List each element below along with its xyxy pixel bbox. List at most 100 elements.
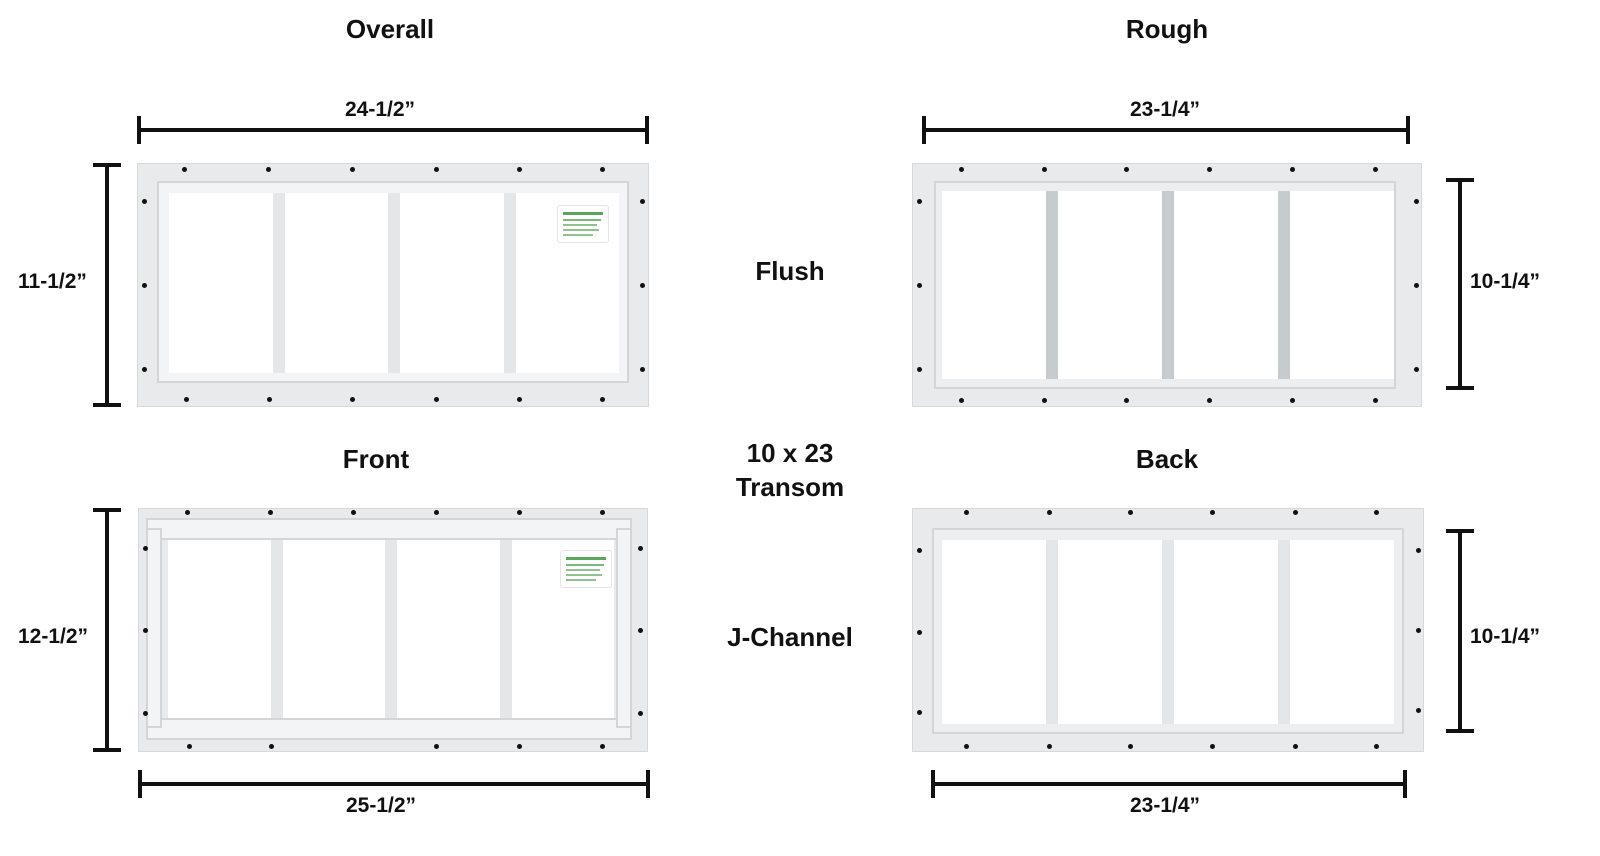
screw-hole: [1128, 510, 1133, 515]
overall-width-dimension-line: [137, 116, 649, 144]
screw-hole: [1207, 398, 1212, 403]
screw-hole: [185, 510, 190, 515]
screw-hole: [1293, 510, 1298, 515]
screw-hole: [638, 628, 643, 633]
overall-height-dimension-line: [93, 163, 121, 407]
heading-back: Back: [1135, 444, 1199, 474]
screw-hole: [434, 744, 439, 749]
j-channel-bottom: [146, 718, 632, 740]
screw-hole: [1374, 744, 1379, 749]
screw-hole: [187, 744, 192, 749]
mullion: [1278, 540, 1290, 724]
brand-sticker: [557, 205, 609, 243]
back-width-value: 23-1/4”: [1130, 794, 1201, 817]
screw-hole: [351, 510, 356, 515]
front-width-dimension-line: [138, 770, 650, 798]
screw-hole: [1128, 744, 1133, 749]
screw-hole: [1373, 398, 1378, 403]
screw-hole: [1047, 510, 1052, 515]
glass-pane: [397, 540, 500, 718]
back-width-dimension-line: [931, 770, 1407, 798]
screw-hole: [266, 167, 271, 172]
mullion: [1278, 191, 1290, 379]
window-glass: [168, 540, 614, 718]
screw-hole: [1124, 398, 1129, 403]
screw-hole: [959, 398, 964, 403]
screw-hole: [640, 367, 645, 372]
window-image-rough: [912, 163, 1422, 407]
glass-pane: [168, 540, 271, 718]
row-label-flush: Flush: [755, 256, 825, 286]
screw-hole: [600, 167, 605, 172]
screw-hole: [1290, 398, 1295, 403]
screw-hole: [350, 167, 355, 172]
glass-pane: [284, 193, 388, 373]
screw-hole: [434, 167, 439, 172]
window-image-back: [912, 508, 1424, 752]
overall-height-value: 11-1/2”: [18, 270, 87, 293]
mullion: [272, 193, 285, 373]
screw-hole: [434, 397, 439, 402]
glass-pane: [1174, 191, 1278, 379]
j-channel-right: [616, 528, 632, 728]
screw-hole: [143, 628, 148, 633]
glass-pane: [282, 540, 385, 718]
mullion: [1046, 540, 1058, 724]
heading-front: Front: [342, 444, 410, 474]
back-height-value: 10-1/4”: [1470, 625, 1541, 648]
screw-hole: [269, 744, 274, 749]
screw-hole: [1210, 744, 1215, 749]
screw-hole: [640, 199, 645, 204]
screw-hole: [517, 510, 522, 515]
mullion: [1162, 191, 1174, 379]
screw-hole: [142, 199, 147, 204]
screw-hole: [1414, 283, 1419, 288]
screw-hole: [142, 283, 147, 288]
brand-sticker: [560, 550, 612, 588]
screw-hole: [142, 367, 147, 372]
glass-pane: [400, 193, 504, 373]
window-image-overall: [137, 163, 649, 407]
screw-hole: [182, 167, 187, 172]
screw-hole: [917, 630, 922, 635]
rough-height-dimension-line: [1446, 178, 1474, 390]
screw-hole: [959, 167, 964, 172]
window-glass: [942, 540, 1394, 724]
back-height-dimension-line: [1446, 529, 1474, 733]
screw-hole: [1373, 167, 1378, 172]
window-glass: [942, 191, 1394, 379]
mullion: [503, 193, 516, 373]
screw-hole: [517, 744, 522, 749]
glass-pane: [942, 540, 1046, 724]
screw-hole: [917, 283, 922, 288]
screw-hole: [1414, 367, 1419, 372]
front-height-value: 12-1/2”: [18, 625, 89, 648]
screw-hole: [1374, 510, 1379, 515]
mullion: [385, 540, 397, 718]
glass-pane: [169, 193, 273, 373]
screw-hole: [517, 167, 522, 172]
mullion: [1162, 540, 1174, 724]
product-type-title: Transom: [735, 472, 845, 502]
glass-pane: [1174, 540, 1278, 724]
mullion: [270, 540, 283, 718]
screw-hole: [143, 546, 148, 551]
screw-hole: [350, 397, 355, 402]
screw-hole: [1210, 510, 1215, 515]
row-label-j-channel: J-Channel: [727, 622, 853, 652]
screw-hole: [964, 510, 969, 515]
glass-pane: [1058, 540, 1162, 724]
screw-hole: [600, 744, 605, 749]
glass-pane: [942, 191, 1046, 379]
screw-hole: [1416, 628, 1421, 633]
j-channel-top: [146, 518, 632, 540]
screw-hole: [1124, 167, 1129, 172]
j-channel-left: [146, 528, 162, 728]
screw-hole: [184, 397, 189, 402]
screw-hole: [1207, 167, 1212, 172]
window-glass: [169, 193, 619, 373]
front-width-value: 25-1/2”: [346, 794, 417, 817]
screw-hole: [143, 711, 148, 716]
screw-hole: [917, 548, 922, 553]
mullion: [1046, 191, 1058, 379]
